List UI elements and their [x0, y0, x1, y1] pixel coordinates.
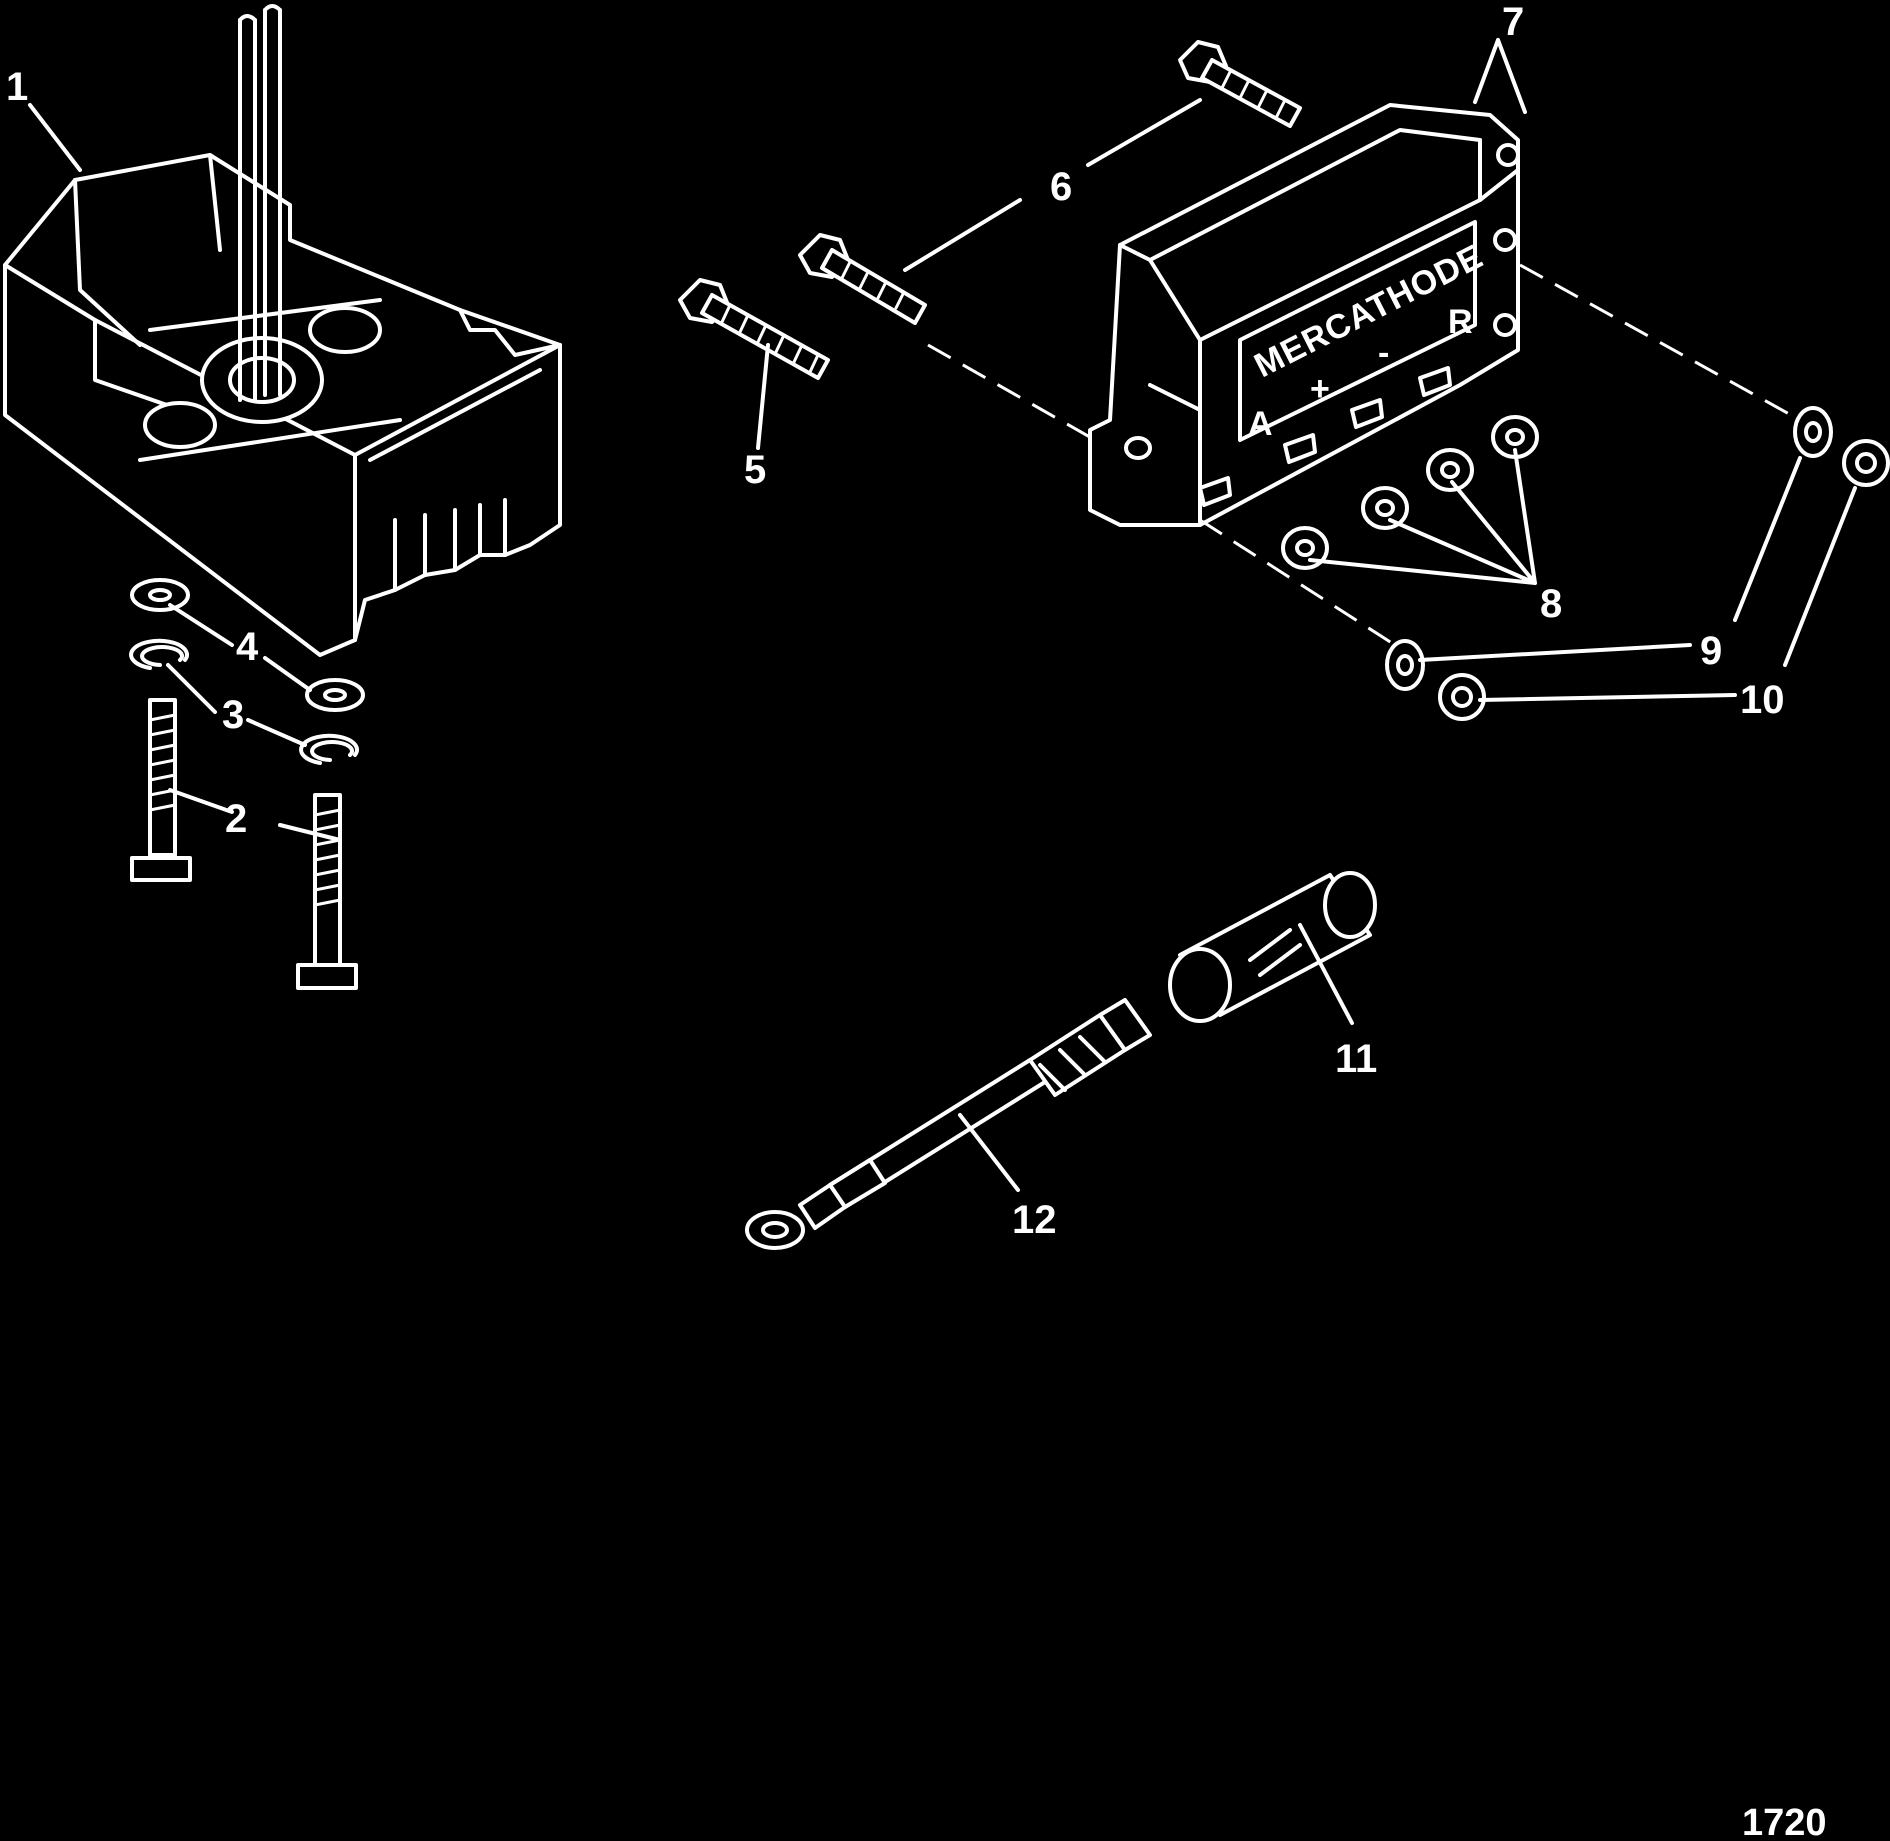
controller-washers-and-nuts	[1385, 406, 1890, 721]
callout-3: 3	[222, 693, 244, 737]
leader-lines	[28, 38, 1857, 1192]
lock-washers	[129, 638, 359, 765]
anode-housing	[3, 4, 562, 657]
callout-7: 7	[1502, 0, 1524, 44]
terminal-minus-label: -	[1378, 334, 1389, 372]
housing-bolts	[130, 698, 358, 990]
fuse-holder	[745, 998, 1152, 1250]
callout-2: 2	[225, 797, 247, 841]
callout-9: 9	[1700, 629, 1722, 673]
alignment-lines	[927, 263, 1801, 647]
terminal-r-label: R	[1448, 303, 1473, 341]
callout-labels: 1 2 3 4 5 6 7 8 9 10 11 12 1720	[6, 0, 1827, 1841]
callout-12: 12	[1012, 1198, 1057, 1242]
mercathode-controller: MERCATHODE A + - R	[1088, 103, 1520, 527]
callout-5: 5	[744, 448, 766, 492]
callout-10: 10	[1740, 678, 1785, 722]
mounting-bolts	[678, 40, 1302, 380]
terminal-nuts	[1281, 415, 1539, 570]
callout-6: 6	[1050, 165, 1072, 209]
callout-4: 4	[236, 625, 259, 669]
figure-number: 1720	[1742, 1802, 1827, 1841]
callout-11: 11	[1335, 1037, 1377, 1081]
callout-1: 1	[6, 65, 28, 109]
terminal-a-label: A	[1248, 405, 1273, 443]
terminal-plus-label: +	[1310, 370, 1330, 408]
flat-washers	[130, 578, 365, 712]
fuse	[1168, 871, 1377, 1023]
callout-8: 8	[1540, 582, 1562, 626]
